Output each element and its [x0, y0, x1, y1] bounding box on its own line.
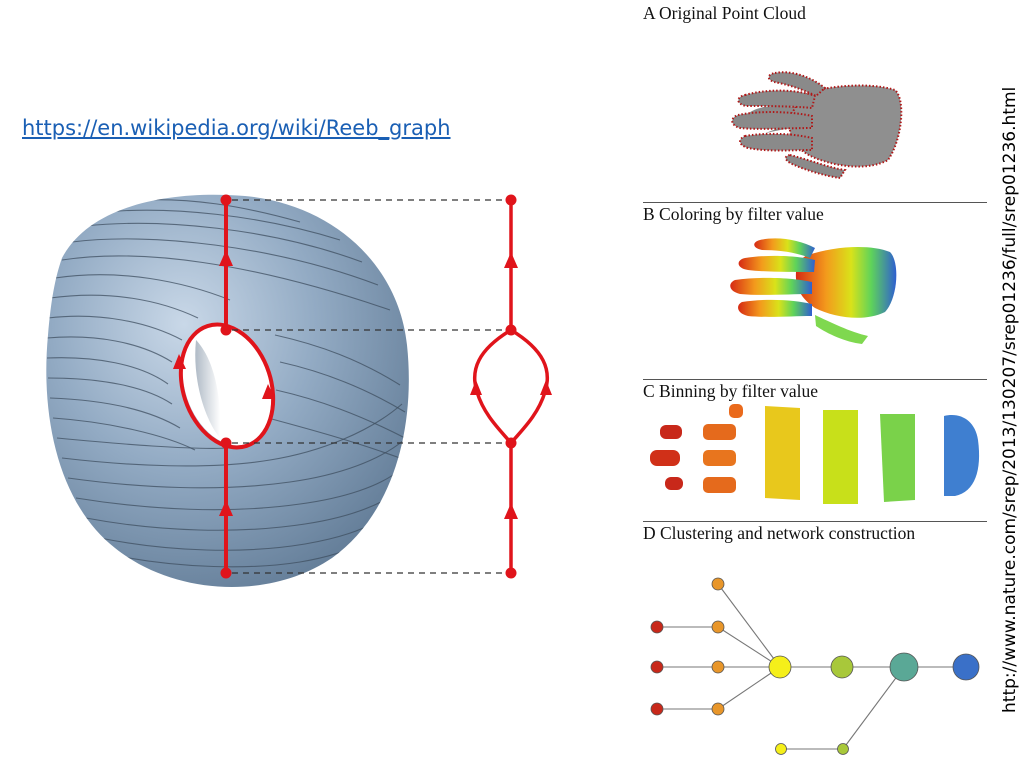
hand-binned [650, 404, 980, 504]
panel-divider [643, 521, 987, 522]
panel-d-label: D Clustering and network construction [643, 523, 916, 543]
panel-c-label: C Binning by filter value [643, 381, 818, 401]
torus-reeb-arrows [173, 250, 275, 516]
panel-a-label: A Original Point Cloud [643, 3, 806, 23]
torus-critical-points [220, 194, 232, 579]
network-nodes [650, 577, 980, 755]
panel-b-label: B Coloring by filter value [643, 204, 824, 224]
panel-divider [643, 379, 987, 380]
network-edges [657, 583, 966, 750]
hand-point-cloud [731, 71, 903, 180]
reeb-graph-arrows [470, 252, 552, 519]
hand-colored [730, 238, 897, 344]
reeb-graph-link[interactable]: https://en.wikipedia.org/wiki/Reeb_graph [22, 116, 451, 140]
level-lines [232, 199, 505, 574]
panel-divider [643, 202, 987, 203]
reeb-graph-nodes [505, 194, 517, 579]
